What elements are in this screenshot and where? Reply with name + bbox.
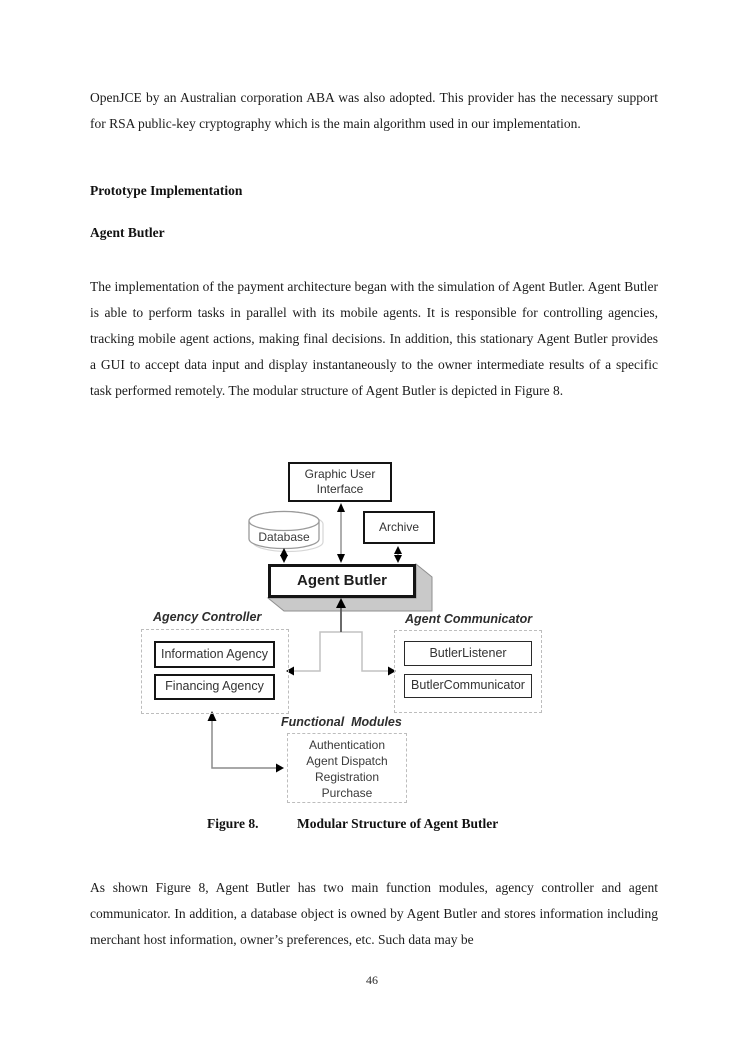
agent-butler-shadow	[266, 562, 433, 612]
arrow-database-butler	[280, 548, 288, 563]
figure-caption-title: Modular Structure of Agent Butler	[297, 816, 499, 831]
connector-butler-to-modules	[286, 598, 396, 676]
database-label: Database	[258, 530, 310, 544]
node-financing-agency: Financing Agency	[154, 674, 275, 700]
paragraph-openjce: OpenJCE by an Australian corporation ABA…	[90, 90, 658, 131]
node-graphic-user-interface: Graphic User Interface	[288, 462, 392, 502]
node-information-agency: Information Agency	[154, 641, 275, 668]
fm-item-authentication: Authentication	[308, 738, 386, 752]
gui-label-line2: Interface	[316, 482, 364, 496]
arrow-archive-butler	[394, 546, 402, 563]
gui-label-line1: Graphic User	[304, 467, 376, 481]
paragraph-as-shown: As shown Figure 8, Agent Butler has two …	[90, 880, 658, 947]
paragraph-implementation: The implementation of the payment archit…	[90, 279, 658, 398]
node-archive: Archive	[363, 511, 435, 544]
fm-item-registration: Registration	[314, 770, 380, 784]
node-butler-communicator: ButlerCommunicator	[404, 674, 532, 698]
agent-communicator-group	[394, 630, 542, 713]
heading-prototype-implementation: Prototype Implementation	[90, 183, 243, 198]
agency-controller-group	[141, 629, 289, 714]
functional-modules-group: Authentication Agent Dispatch Registrati…	[287, 733, 407, 803]
page-number: 46	[366, 973, 378, 987]
connector-agency-functional	[207, 711, 284, 773]
heading-agent-butler: Agent Butler	[90, 225, 165, 240]
database-cylinder-icon	[248, 510, 324, 553]
node-agent-butler: Agent Butler	[268, 564, 416, 598]
figure-caption-label: Figure 8.	[207, 816, 259, 831]
node-butler-listener: ButlerListener	[404, 641, 532, 666]
functional-modules-label: Functional Modules	[281, 715, 402, 729]
fm-item-agent-dispatch: Agent Dispatch	[306, 754, 388, 768]
agent-communicator-label: Agent Communicator	[405, 612, 533, 626]
arrow-gui-butler	[337, 503, 345, 563]
fm-item-purchase: Purchase	[321, 786, 373, 800]
agency-controller-label: Agency Controller	[153, 610, 262, 624]
